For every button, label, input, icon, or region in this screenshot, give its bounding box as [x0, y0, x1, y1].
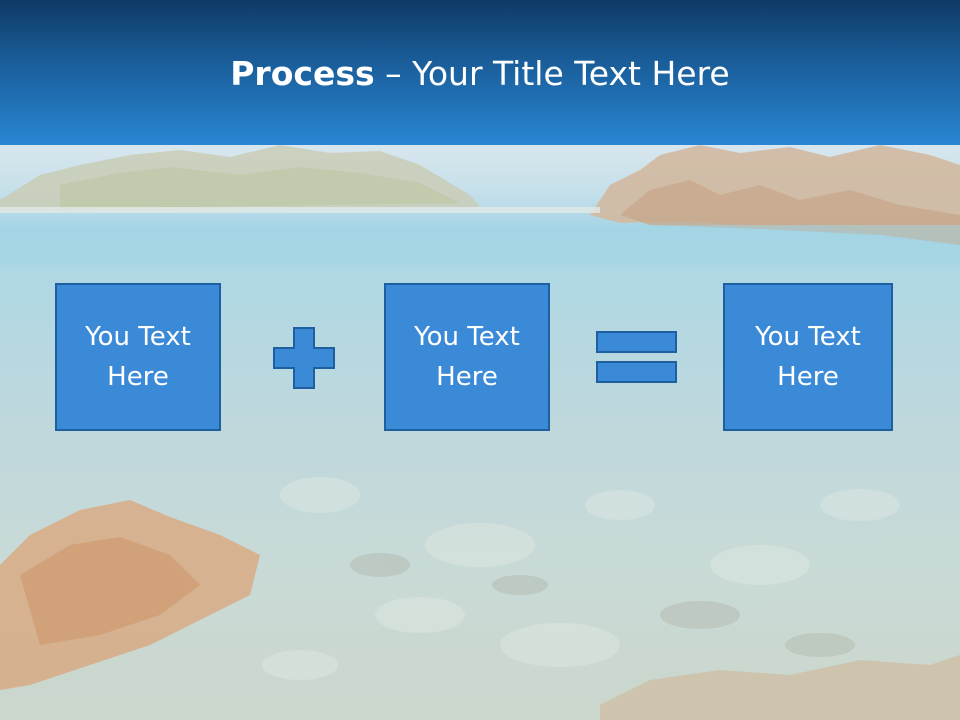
background-photo — [0, 145, 960, 720]
plus-icon — [273, 327, 335, 389]
process-box-1-text: You Text Here — [85, 322, 191, 392]
process-box-2-text: You Text Here — [414, 322, 520, 392]
title-bar: Process – Your Title Text Here — [0, 0, 960, 145]
process-box-3[interactable]: You Text Here — [723, 283, 893, 431]
process-box-2[interactable]: You Text Here — [384, 283, 550, 431]
process-box-1[interactable]: You Text Here — [55, 283, 221, 431]
title-bold: Process — [230, 54, 375, 93]
title-rest: – Your Title Text Here — [374, 54, 730, 93]
equals-icon — [596, 331, 677, 383]
slide-title: Process – Your Title Text Here — [0, 52, 960, 96]
process-box-3-text: You Text Here — [755, 322, 861, 392]
